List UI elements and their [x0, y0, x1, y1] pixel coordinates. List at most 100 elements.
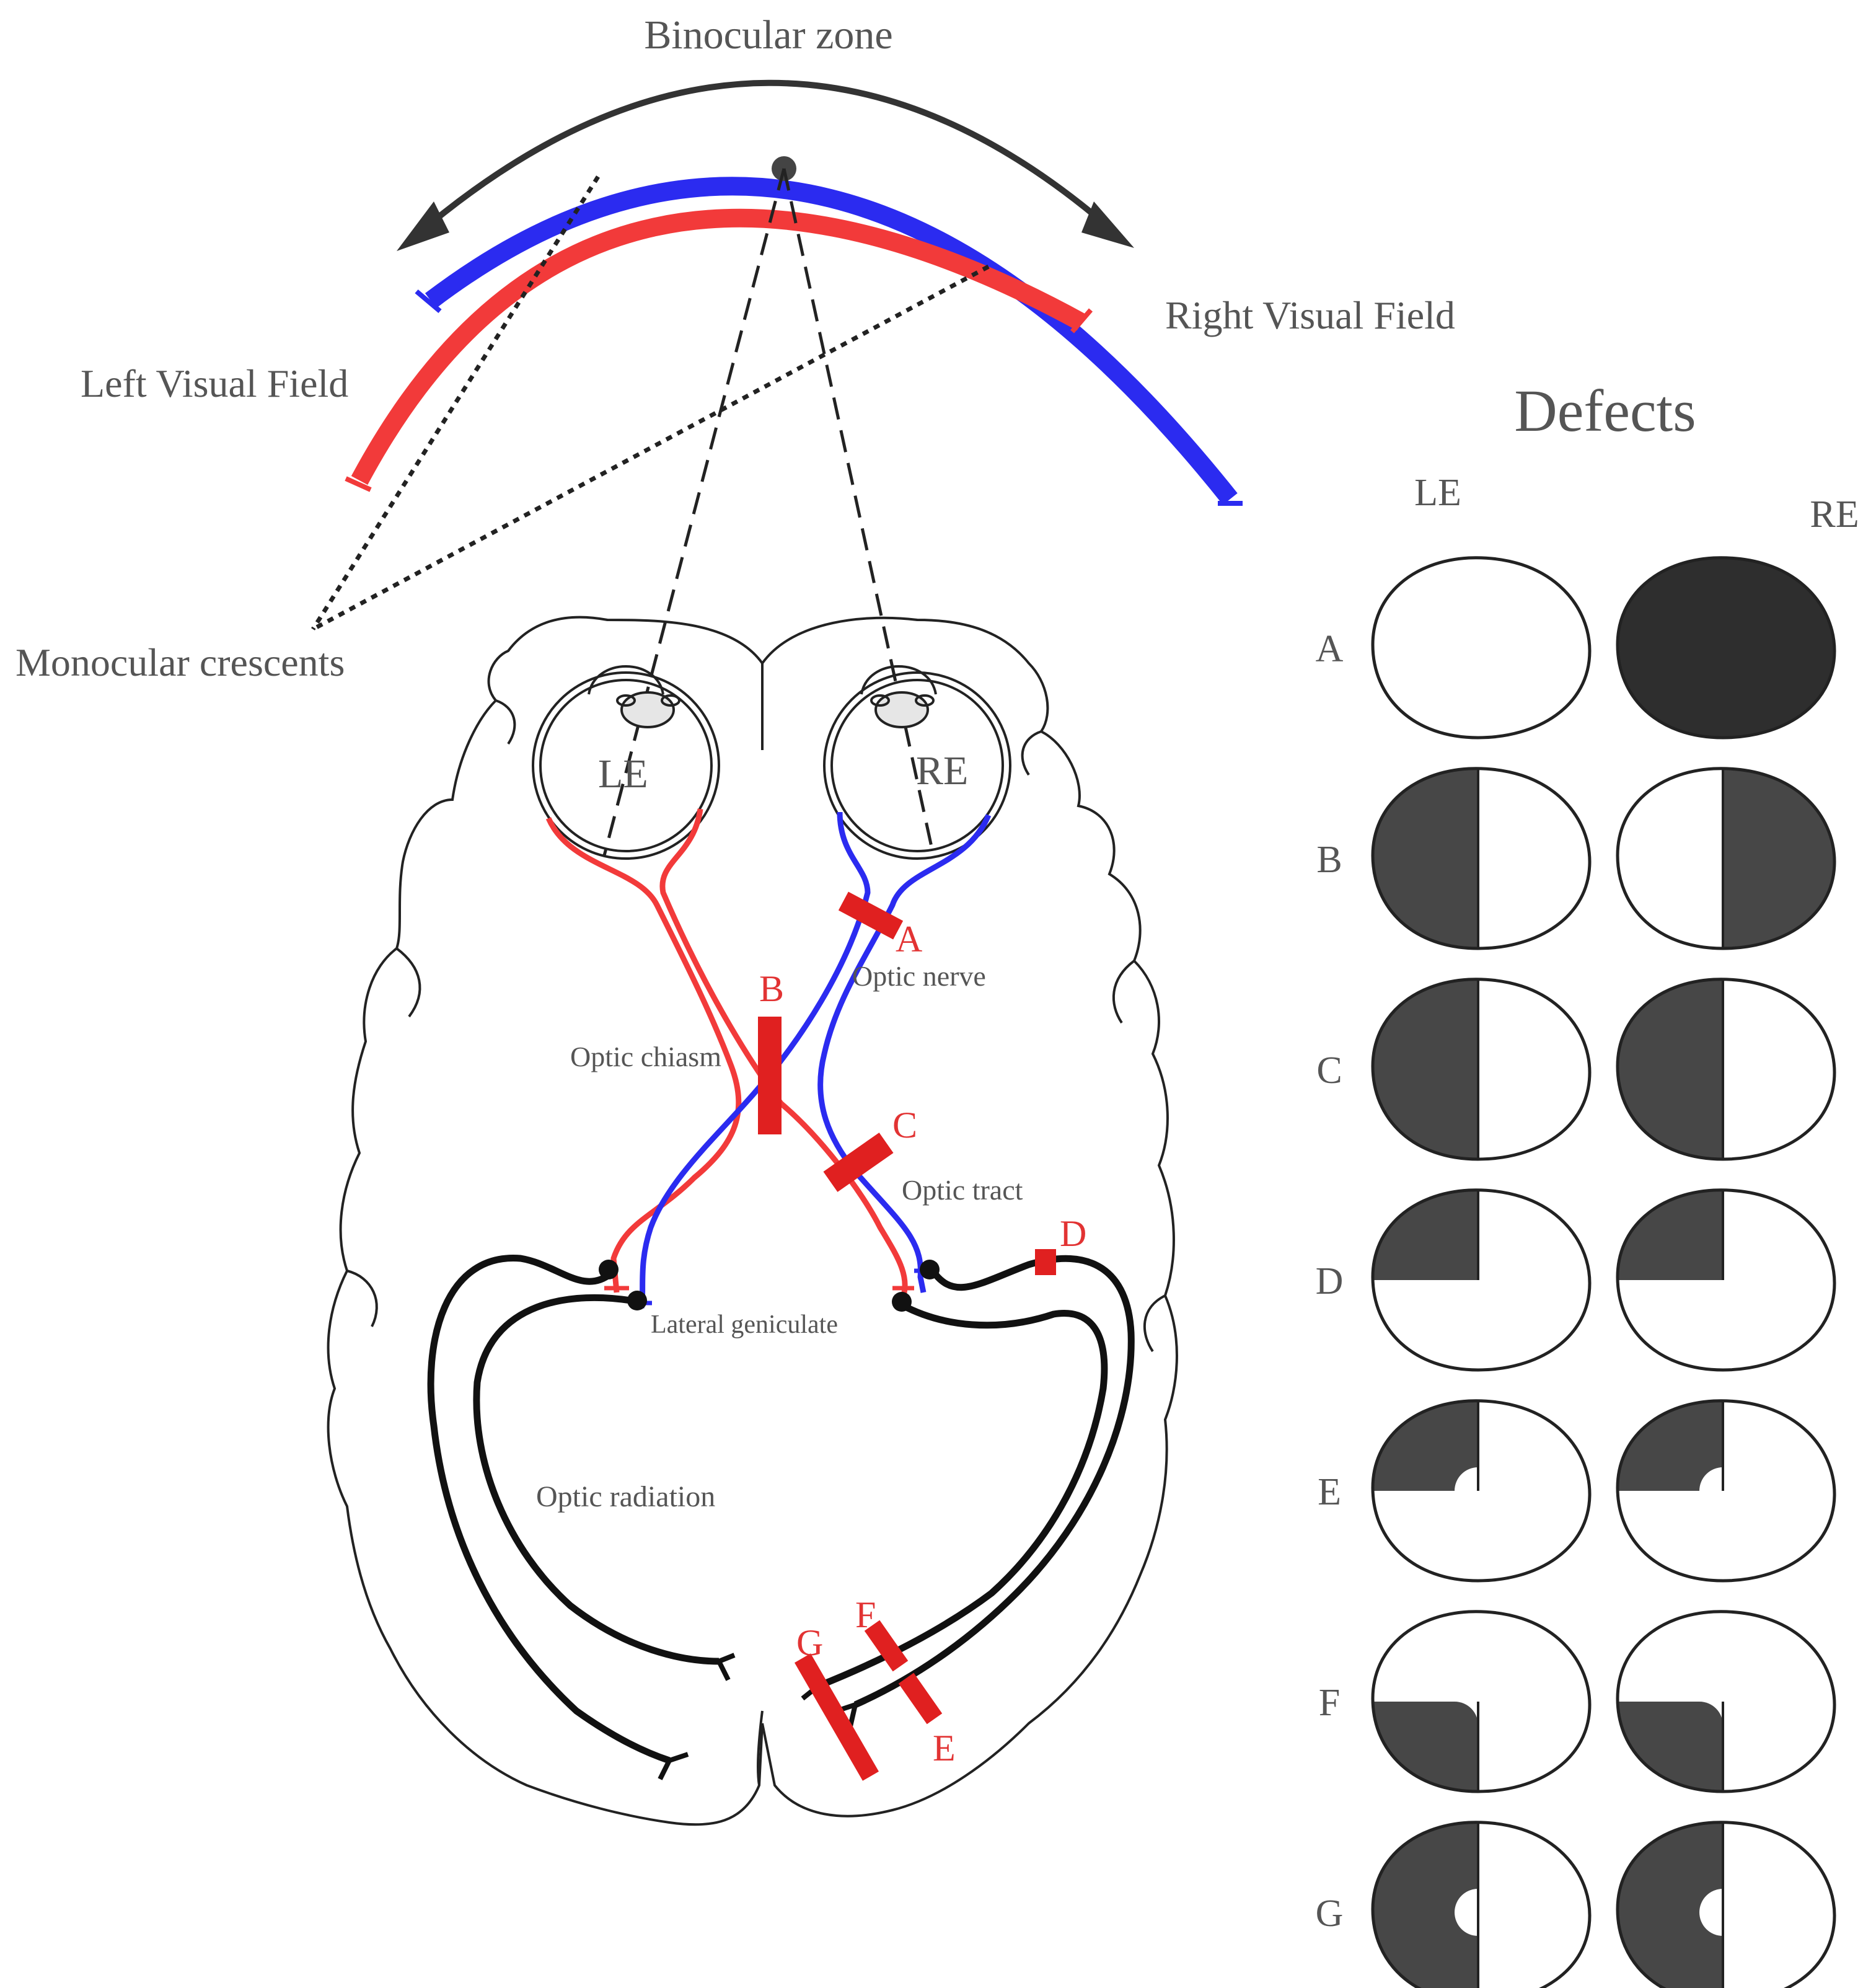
- right-eye-iris-b: [915, 694, 935, 707]
- defect-field-re-defect-area: [1618, 979, 1723, 1159]
- left-eye-label: LE: [598, 751, 648, 797]
- left-eye: [532, 665, 720, 860]
- gyrus-3: [1112, 960, 1135, 1024]
- fixation-line-right: [782, 168, 935, 853]
- optic-radiation-label: Optic radiation: [536, 1480, 715, 1513]
- binocular-arrowhead-left: [397, 201, 449, 251]
- defect-field-le: [1371, 1399, 1592, 1583]
- right-arc-tick-start: [415, 289, 442, 314]
- defect-field-re-defect-area: [1618, 557, 1834, 738]
- left-eye-iris-a: [616, 694, 636, 707]
- right-visual-field-label: Right Visual Field: [1165, 293, 1455, 337]
- defect-row-label: F: [1319, 1682, 1340, 1724]
- gyrus-6: [1021, 730, 1042, 776]
- defects-title: Defects: [1514, 378, 1696, 444]
- defects-panel: Defects LE RE A B C D E F G: [1316, 378, 1859, 1988]
- defect-field-le: [1371, 1188, 1592, 1372]
- lesion-label-c: C: [892, 1105, 917, 1146]
- lesion-d: [1035, 1249, 1056, 1275]
- right-eye-globe: [823, 671, 1011, 860]
- lesion-label-g: G: [796, 1622, 823, 1663]
- defect-field-re: [1616, 1399, 1836, 1583]
- lesion-b: [758, 1017, 782, 1134]
- defect-field-le: [1371, 1821, 1592, 1988]
- defect-field-le: [1371, 978, 1592, 1161]
- lesion-f: [864, 1620, 909, 1672]
- right-eye-label: RE: [916, 748, 968, 793]
- right-eye-inner: [830, 679, 1004, 852]
- brain-right-hemisphere: [761, 616, 1178, 1818]
- defect-field-re: [1616, 978, 1836, 1161]
- defects-le-header: LE: [1414, 472, 1461, 514]
- right-eye: [823, 665, 1011, 860]
- defect-row-label: B: [1316, 839, 1342, 881]
- radiation-left-inner: [473, 1294, 720, 1665]
- left-visual-field-label: Left Visual Field: [81, 361, 348, 405]
- blue-fiber-right-temporal: [817, 814, 992, 1293]
- binocular-zone-label: Binocular zone: [644, 12, 892, 58]
- radiation-right-outer: [853, 1255, 1135, 1708]
- radiation-terminal-1: [658, 1752, 689, 1780]
- lesion-g: [795, 1653, 879, 1781]
- left-eye-cornea: [588, 665, 664, 695]
- lesion-label-f: F: [855, 1594, 876, 1635]
- lgn-dot-1: [599, 1260, 619, 1279]
- lesion-label-a: A: [896, 919, 922, 960]
- gyrus-5: [495, 699, 516, 745]
- crescent-line-left: [311, 175, 600, 630]
- defect-field-re-defect-area: [1723, 768, 1834, 948]
- defect-field-le: [1371, 767, 1592, 950]
- lesion-label-e: E: [933, 1728, 956, 1769]
- defect-field-re: [1616, 1821, 1836, 1988]
- defect-rows: A B C D E F G: [1316, 556, 1836, 1988]
- radiation-right-inner: [816, 1302, 1108, 1690]
- brain-section: [327, 616, 1178, 1826]
- binocular-arrowhead-right: [1081, 201, 1134, 248]
- gyrus-4: [1143, 1294, 1166, 1353]
- left-arc-tick-end: [1070, 308, 1093, 334]
- defect-field-le: [1371, 1610, 1592, 1793]
- gyrus-1: [395, 947, 421, 1018]
- defect-row-label: C: [1316, 1049, 1342, 1092]
- visual-field-section: Binocular zone Right Visual Field Left V…: [15, 12, 1455, 856]
- right-visual-field-arc: [425, 177, 1238, 505]
- radiation-left-outer: [427, 1255, 671, 1764]
- brain-left-hemisphere: [327, 616, 764, 1826]
- defect-row-label: A: [1316, 628, 1344, 670]
- lgn-dot-3: [920, 1260, 940, 1279]
- optic-radiations: [427, 1255, 1135, 1780]
- defect-field-le-defect-area: [1373, 768, 1478, 948]
- crescent-line-right: [312, 264, 990, 632]
- right-eye-iris-a: [870, 694, 890, 707]
- fixation-line-left: [602, 168, 786, 856]
- lesion-a: [838, 891, 904, 940]
- lesion-label-b: B: [759, 968, 784, 1009]
- lgn-dot-4: [892, 1292, 912, 1312]
- defect-field-re: [1616, 767, 1836, 950]
- lesion-c: [823, 1133, 894, 1192]
- brain-midline-bottom: [756, 1710, 764, 1786]
- optic-chiasm-label: Optic chiasm: [570, 1041, 721, 1072]
- defect-field-re-defect-area: [1618, 1822, 1723, 1988]
- defect-row-label: E: [1318, 1471, 1341, 1513]
- right-eye-cornea: [860, 665, 937, 695]
- lateral-geniculate-label: Lateral geniculate: [651, 1310, 838, 1339]
- binocular-zone-arrow: [407, 79, 1124, 244]
- defect-field-le-defect-area: [1373, 979, 1478, 1159]
- defects-re-header: RE: [1810, 493, 1859, 536]
- defect-row-label: D: [1316, 1260, 1344, 1302]
- lesions: [758, 891, 1056, 1781]
- lesion-e: [898, 1672, 943, 1725]
- defect-field-le-defect-area: [1373, 1822, 1478, 1988]
- left-visual-field-arc: [351, 208, 1086, 485]
- defect-field-re: [1616, 1610, 1836, 1793]
- defect-field-re: [1616, 556, 1836, 740]
- gyrus-2: [346, 1270, 378, 1327]
- left-eye-inner: [539, 679, 713, 852]
- defect-field-le: [1371, 556, 1592, 740]
- defect-row-label: G: [1316, 1893, 1344, 1935]
- radiation-terminal-2: [716, 1653, 736, 1681]
- left-arc-tick-start: [345, 476, 372, 492]
- defect-field-re: [1616, 1188, 1836, 1372]
